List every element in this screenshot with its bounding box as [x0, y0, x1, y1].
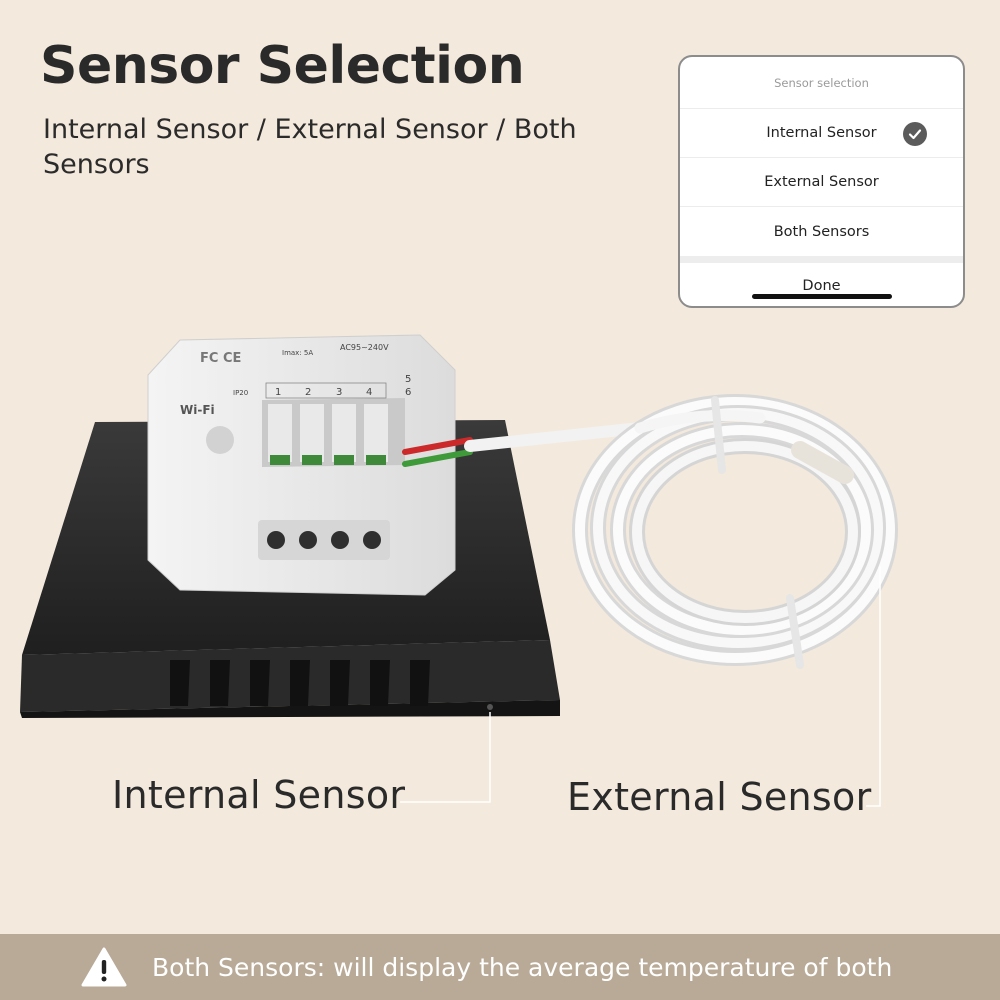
sensor-cable-coil [572, 394, 898, 669]
option-external-sensor[interactable]: External Sensor [680, 158, 963, 207]
rating-text: AC95~240V [340, 343, 389, 352]
page-subtitle: Internal Sensor / External Sensor / Both… [43, 114, 577, 180]
option-internal-sensor[interactable]: Internal Sensor [680, 109, 963, 158]
terminal-box: 1 2 3 4 AC95~240V Imax: 5A IP20 5 6 Wi-F… [147, 334, 456, 596]
info-banner [0, 934, 1000, 1000]
terminal-2: 2 [305, 387, 311, 398]
terminal-5: 5 [405, 374, 411, 385]
terminal-6: 6 [405, 387, 411, 398]
warning-icon [81, 947, 127, 987]
done-button[interactable]: Done [802, 278, 841, 294]
sheet-divider [680, 256, 963, 263]
sensor-selection-sheet: Sensor selection Internal Sensor Externa… [678, 55, 965, 308]
external-sensor-label: External Sensor [567, 775, 872, 819]
option-label: Both Sensors [773, 223, 870, 240]
option-label: External Sensor [764, 174, 879, 190]
sheet-title: Sensor selection [680, 57, 963, 109]
wifi-label: Wi-Fi [180, 403, 215, 417]
option-label: Internal Sensor [766, 125, 877, 141]
terminal-3: 3 [336, 387, 342, 398]
home-indicator [752, 294, 892, 299]
terminal-1: 1 [275, 387, 281, 398]
internal-sensor-label: Internal Sensor [112, 773, 406, 817]
imax-text: Imax: 5A [282, 349, 313, 357]
checkmark-icon [903, 122, 927, 146]
footer-note: Both Sensors: will display the average t… [152, 953, 893, 982]
option-both-sensors[interactable]: Both Sensors [680, 207, 963, 256]
svg-text:FC CE: FC CE [200, 351, 241, 366]
ip-rating-text: IP20 [233, 389, 248, 397]
terminal-4: 4 [366, 387, 372, 398]
sensor-wires [402, 422, 646, 467]
page-title: Sensor Selection [40, 36, 525, 96]
thermostat-product-image: 1 2 3 4 AC95~240V Imax: 5A IP20 5 6 Wi-F… [20, 334, 898, 718]
